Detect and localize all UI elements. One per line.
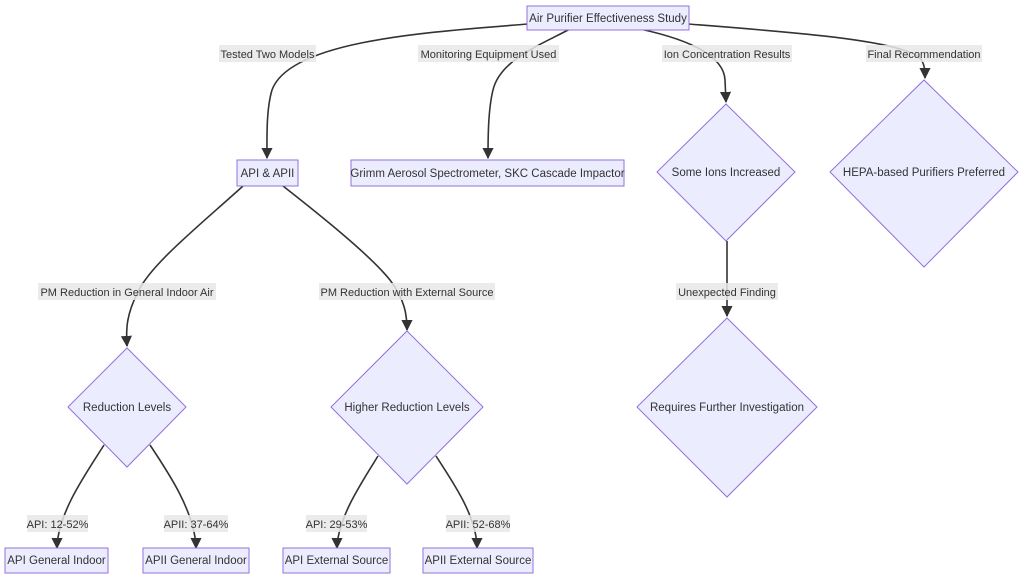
edge-label-monitoring-equipment-text: Monitoring Equipment Used [421,49,557,61]
edge-tested-two-models [261,23,529,160]
edge-label-unexpected-text: Unexpected Finding [678,287,776,299]
edge-apii-general [149,444,202,550]
edge-api-external [331,455,379,550]
node-apii-external-label: APII External Source [425,555,532,567]
edge-label-tested-two-models: Tested Two Models [219,45,316,62]
node-reduction-levels-label: Reduction Levels [83,402,171,414]
node-models-label: API & APII [241,168,295,180]
edge-label-ion-results: Ion Concentration Results [662,45,792,62]
node-recommendation-label: HEPA-based Purifiers Preferred [843,167,1005,179]
node-apii-general[interactable]: APII General Indoor [142,547,250,574]
node-reduction-levels-diamond[interactable]: Reduction Levels [67,347,187,468]
edge-api-general [51,444,105,550]
edge-monitoring-equipment [482,28,571,160]
edge-label-tested-two-models-text: Tested Two Models [221,49,315,61]
node-higher-reduction-diamond[interactable]: Higher Reduction Levels [330,330,484,485]
node-equipment[interactable]: Grimm Aerosol Spectrometer, SKC Cascade … [350,159,625,187]
node-api-general[interactable]: API General Indoor [4,547,109,574]
edge-label-monitoring-equipment: Monitoring Equipment Used [418,45,559,62]
edge-ion-results [639,28,732,104]
edge-pm-general [120,185,244,348]
edge-label-apii-external-range: APII: 52-68% [446,515,511,532]
node-api-external-label: API External Source [285,555,389,567]
node-higher-reduction-label: Higher Reduction Levels [344,402,470,414]
edge-apii-external [435,455,483,550]
edge-label-apii-external-range-text: APII: 52-68% [446,519,511,531]
node-further-investigation-label: Requires Further Investigation [650,402,804,414]
edge-label-pm-general: PM Reduction in General Indoor Air [38,283,216,300]
node-ions-label: Some Ions Increased [672,167,781,179]
edge-label-api-general-range-text: API: 12-52% [27,519,89,531]
edge-label-api-external-range: API: 29-53% [306,515,368,532]
edge-pm-external [282,185,413,332]
node-equipment-label: Grimm Aerosol Spectrometer, SKC Cascade … [350,168,624,180]
node-apii-external[interactable]: APII External Source [422,547,534,574]
edge-label-ion-results-text: Ion Concentration Results [664,49,791,61]
edge-label-pm-general-text: PM Reduction in General Indoor Air [40,287,213,299]
edge-label-api-external-range-text: API: 29-53% [306,519,368,531]
node-root[interactable]: Air Purifier Effectiveness Study [526,5,690,31]
node-api-external[interactable]: API External Source [282,547,391,574]
edge-label-unexpected: Unexpected Finding [676,283,778,300]
node-recommendation-diamond[interactable]: HEPA-based Purifiers Preferred [829,79,1019,268]
edge-label-pm-external: PM Reduction with External Source [319,283,495,300]
edge-label-final-recommendation: Final Recommendation [866,45,982,62]
node-further-investigation-diamond[interactable]: Requires Further Investigation [636,317,818,498]
edge-label-api-general-range: API: 12-52% [27,515,89,532]
edge-label-pm-external-text: PM Reduction with External Source [320,287,493,299]
node-api-general-label: API General Indoor [7,555,106,567]
node-root-label: Air Purifier Effectiveness Study [529,13,687,25]
node-models[interactable]: API & APII [236,159,299,187]
node-apii-general-label: APII General Indoor [145,555,247,567]
edge-label-final-recommendation-text: Final Recommendation [867,49,980,61]
edge-label-apii-general-range-text: APII: 37-64% [164,519,229,531]
edge-label-apii-general-range: APII: 37-64% [164,515,229,532]
node-ions-diamond[interactable]: Some Ions Increased [656,103,796,242]
